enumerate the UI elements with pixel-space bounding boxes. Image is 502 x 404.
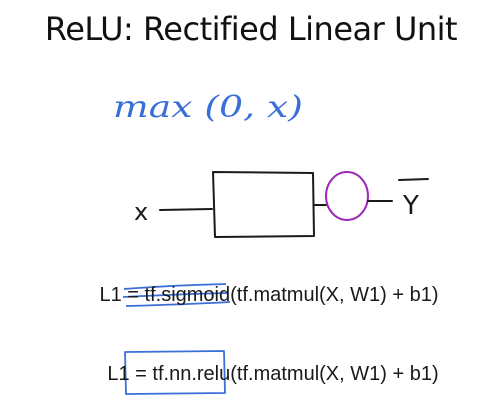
code-func-relu: tf.nn.relu bbox=[152, 363, 231, 385]
code-suffix: (tf.matmul(X, W1) + b1) bbox=[230, 363, 439, 385]
code-line-sigmoid: L1 = tf.sigmoid(tf.matmul(X, W1) + b1) bbox=[18, 284, 502, 307]
code-func-sigmoid: tf.sigmoid bbox=[144, 284, 231, 306]
activation-circle bbox=[325, 171, 369, 221]
sigmoid-strike-top bbox=[123, 283, 227, 290]
output-label: Y bbox=[402, 191, 419, 221]
sigmoid-strike-bottom bbox=[125, 301, 231, 307]
handwritten-formula: max (0, x) bbox=[113, 90, 303, 125]
code-suffix: (tf.matmul(X, W1) + b1) bbox=[230, 284, 439, 306]
relu-highlight-box bbox=[124, 350, 226, 395]
neuron-box bbox=[212, 171, 315, 238]
input-label: x bbox=[134, 198, 148, 226]
code-line-relu: L1 = tf.nn.relu(tf.matmul(X, W1) + b1) bbox=[22, 363, 502, 386]
code-prefix: L1 = bbox=[107, 363, 153, 385]
input-arrow-line bbox=[159, 208, 213, 211]
code-prefix: L1 = bbox=[99, 284, 145, 306]
slide-title: ReLU: Rectified Linear Unit bbox=[44, 10, 458, 48]
sigmoid-strike-middle bbox=[122, 292, 229, 298]
output-bar-mark bbox=[398, 178, 429, 181]
